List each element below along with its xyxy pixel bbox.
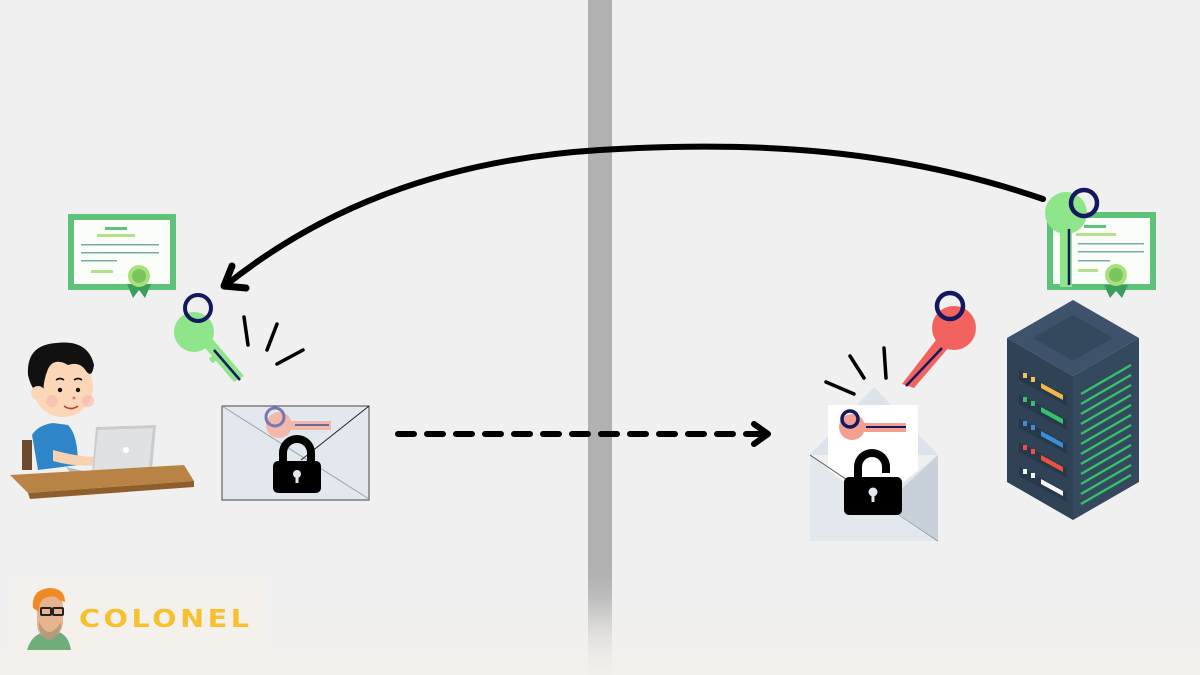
emphasis-strokes-icon xyxy=(242,315,305,366)
brand-logo-text: COLONEL xyxy=(79,603,253,633)
encrypted-key-transfer-arrow xyxy=(395,421,771,447)
colonel-mascot-icon xyxy=(27,588,71,650)
brand-logo: COLONEL xyxy=(13,578,267,658)
red-key-icon xyxy=(902,290,976,388)
server-rack-icon xyxy=(1007,300,1139,520)
server-vent-lines xyxy=(1080,363,1132,506)
unlocked-envelope-icon xyxy=(809,387,939,542)
green-key-icon xyxy=(174,293,244,382)
server-status-lights xyxy=(1019,370,1067,502)
emphasis-strokes-icon xyxy=(824,346,888,396)
locked-envelope-icon xyxy=(221,405,370,501)
client-user-avatar xyxy=(10,342,194,499)
server-certificate-icon xyxy=(1045,187,1156,298)
panel-divider xyxy=(588,0,612,675)
certificate-icon xyxy=(68,214,176,298)
